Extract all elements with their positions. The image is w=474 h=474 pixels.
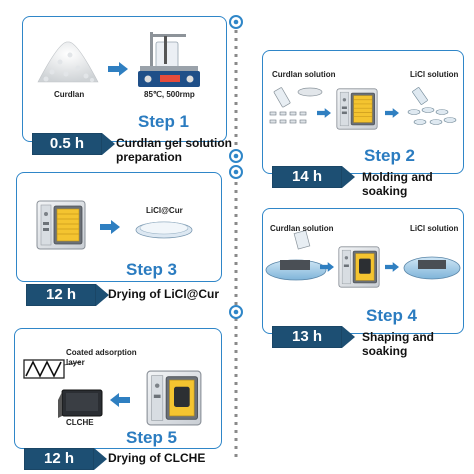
- licl-solution-label: LiCl solution: [410, 70, 459, 79]
- step4-time-badge: 13 h: [272, 325, 355, 348]
- solution-bath-icon: [403, 256, 461, 280]
- soaking-trays-icon: [407, 87, 457, 125]
- curdlan-solution-label: Curdlan solution: [272, 70, 336, 79]
- curdlan-solution-label: Curdlan solution: [270, 224, 334, 233]
- curdlan-label: Curdlan: [54, 90, 85, 99]
- step2-time-badge: 14 h: [272, 165, 355, 188]
- oven-icon: [336, 88, 378, 130]
- powder-pile-icon: [37, 41, 99, 83]
- clche-device-icon: [58, 389, 103, 418]
- petri-dish-icon: [135, 221, 193, 239]
- arrow-icon: [317, 108, 331, 118]
- licl-cur-label: LiCl@Cur: [146, 206, 183, 215]
- arrow-icon: [110, 393, 130, 407]
- condition-label: 85℃, 500rmp: [144, 90, 195, 99]
- step2-label: Step 2: [364, 146, 416, 165]
- molds-icon: [269, 87, 323, 124]
- step5-time-badge: 12 h: [24, 447, 107, 470]
- arrow-icon: [100, 220, 120, 234]
- hot-plate-stirrer-icon: [138, 32, 200, 87]
- step5-label: Step 5: [126, 428, 178, 447]
- oven-icon: [146, 370, 202, 426]
- timeline-nodes: [229, 15, 243, 319]
- step5-desc: Drying of CLCHE: [108, 451, 206, 465]
- oven-icon: [36, 200, 86, 250]
- step1-label: Step 1: [138, 112, 190, 131]
- oven-icon: [338, 246, 380, 288]
- arrow-icon: [385, 108, 399, 118]
- step3-time-badge: 12 h: [26, 283, 109, 306]
- arrow-icon: [385, 262, 399, 272]
- step4-label: Step 4: [366, 306, 418, 325]
- step3-desc: Drying of LiCl@Cur: [108, 287, 220, 301]
- licl-solution-label: LiCl solution: [410, 224, 459, 233]
- heat-exchanger-icon: [23, 359, 65, 379]
- clche-label: CLCHE: [66, 418, 94, 427]
- solution-bath-icon: [265, 230, 327, 281]
- arrow-icon: [108, 62, 128, 76]
- step1-time-badge: 0.5 h: [32, 132, 115, 155]
- step3-label: Step 3: [126, 260, 178, 279]
